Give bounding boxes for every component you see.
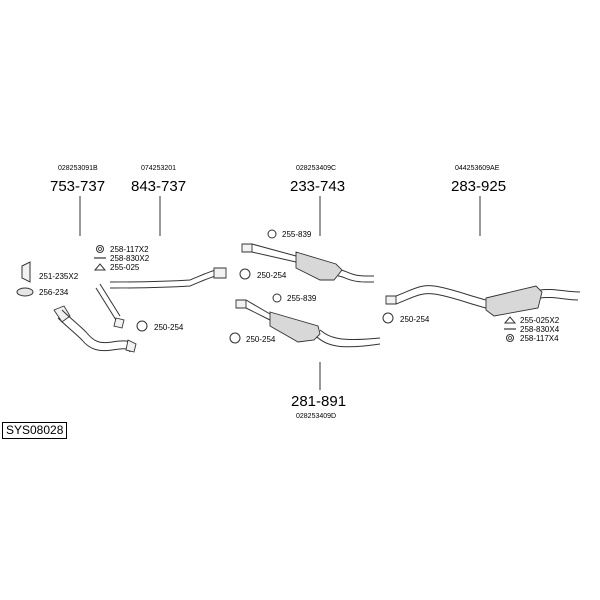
mid-pipe-outline-bottom	[95, 275, 217, 321]
accessory-label: 256-234	[39, 288, 69, 297]
accessory-gasket: 256-234	[16, 287, 69, 297]
rear-muffler-drawing	[385, 285, 581, 317]
front-pipe-outline-top	[61, 309, 135, 347]
oem-number: 074253201	[141, 165, 176, 172]
accessory-label: 250-254	[257, 271, 287, 280]
oem-number: 044253609AE	[455, 165, 500, 172]
ring-icon-inner	[508, 336, 512, 340]
accessory-label: 255-025X2	[520, 316, 560, 325]
accessory-label: 250-254	[246, 335, 276, 344]
accessory-front-ring: 258-117X2	[96, 245, 149, 254]
center-muffler-233-drawing	[241, 243, 374, 283]
accessory-label: 255-839	[287, 294, 317, 303]
accessory-flange-bracket: 251-235X2	[21, 261, 79, 283]
front-flange	[53, 305, 71, 323]
accessory-front-bolt: 258-830X2	[94, 254, 150, 263]
system-code-label: SYS08028	[2, 422, 68, 439]
accessory-clamp-a: 250-254	[239, 268, 287, 280]
accessory-label: 255-839	[282, 230, 312, 239]
ring-icon	[506, 334, 514, 342]
part-number: 233-743	[290, 178, 345, 195]
accessory-clamp-283: 250-254	[382, 312, 430, 324]
accessory-label: 258-830X2	[110, 254, 150, 263]
inlet-281	[235, 299, 247, 309]
pipe-281-bottom	[245, 307, 381, 348]
clamp-icon	[382, 312, 394, 324]
part-number: 753-737	[50, 178, 105, 195]
hanger-icon	[93, 263, 107, 271]
mid-pipe-outline-top	[99, 269, 217, 317]
front-pipe-outline-bottom	[57, 317, 131, 353]
muffler-233-body	[295, 251, 343, 281]
bracket-icon	[21, 261, 31, 283]
hanger-icon	[272, 293, 282, 303]
oem-number: 028253091B	[58, 165, 98, 172]
intermediate-pipe-drawing	[95, 267, 227, 329]
accessory-rear-ring: 258-117X4	[506, 334, 559, 343]
front-pipe-drawing	[53, 305, 137, 353]
accessory-front-hanger: 255-025	[93, 263, 140, 272]
accessory-label: 258-117X2	[110, 245, 149, 254]
mid-pipe-coupling	[213, 267, 227, 279]
gasket-icon	[16, 287, 34, 297]
accessory-label: 250-254	[400, 315, 430, 324]
assembly-281-891: 281-891 028253409D	[291, 362, 346, 420]
accessory-label: 258-117X4	[520, 334, 559, 343]
accessory-clamp-b: 250-254	[136, 320, 184, 332]
pipe-233-bottom	[251, 251, 374, 283]
accessory-rear-hanger: 255-025X2	[503, 316, 560, 325]
ring-icon	[96, 245, 104, 253]
accessory-clamp-281: 250-254	[229, 332, 276, 344]
muffler-281-body	[269, 311, 321, 343]
accessory-label: 258-830X4	[520, 325, 560, 334]
pipe-281-top	[245, 299, 381, 341]
pipe-283-top	[395, 285, 581, 301]
front-pipe-end	[125, 339, 137, 353]
hanger-icon	[503, 316, 517, 324]
pipe-283-bottom	[395, 293, 579, 309]
inlet-283	[385, 295, 397, 305]
assembly-283-925: 044253609AE 283-925	[451, 165, 506, 236]
clamp-icon	[136, 320, 148, 332]
accessory-label: 250-254	[154, 323, 184, 332]
assembly-753-737: 028253091B 753-737	[50, 165, 105, 236]
oem-number: 028253409C	[296, 165, 336, 172]
assembly-233-743: 028253409C 233-743	[290, 165, 345, 236]
mid-pipe-end	[113, 317, 125, 329]
accessory-rear-bolt: 258-830X4	[504, 325, 560, 334]
oem-number: 028253409D	[296, 413, 336, 420]
ring-icon-inner	[98, 247, 102, 251]
part-number: 843-737	[131, 178, 186, 195]
hanger-icon	[267, 229, 277, 239]
part-number: 283-925	[451, 178, 506, 195]
muffler-283-body	[485, 285, 543, 317]
accessory-label: 255-025	[110, 263, 140, 272]
inlet-233	[241, 243, 253, 253]
center-muffler-281-drawing	[235, 299, 381, 348]
clamp-icon	[239, 268, 251, 280]
clamp-icon	[229, 332, 241, 344]
part-number: 281-891	[291, 393, 346, 410]
assembly-843-737: 074253201 843-737	[131, 165, 186, 236]
accessory-hanger-233: 255-839	[267, 229, 312, 239]
accessory-label: 251-235X2	[39, 272, 79, 281]
accessory-hanger-281: 255-839	[272, 293, 317, 303]
